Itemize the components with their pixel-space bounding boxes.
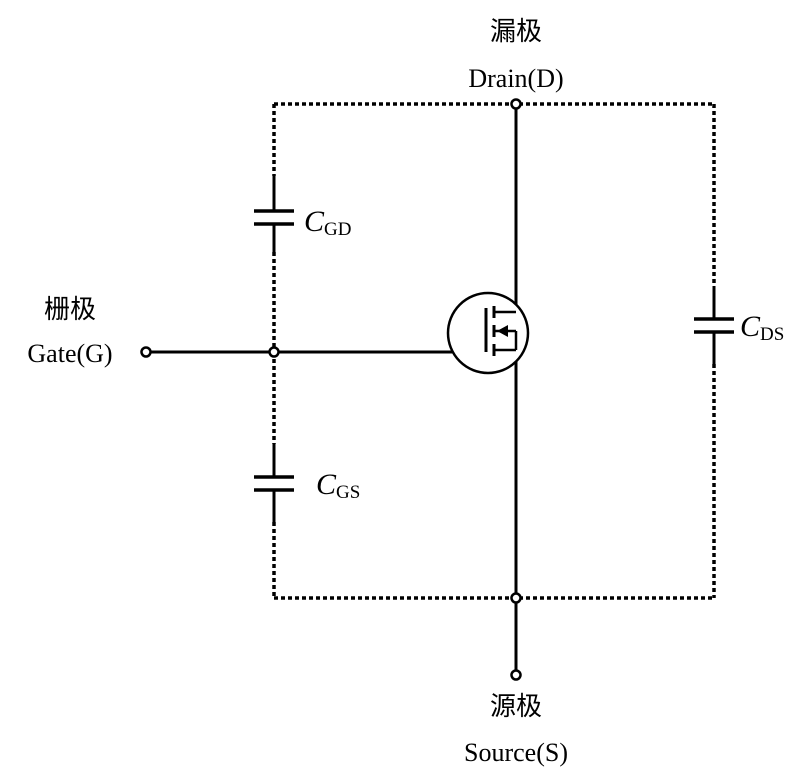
dotted-parasitic-network	[272, 102, 716, 600]
mosfet-body-arrow-icon	[497, 325, 508, 337]
source-terminal-node	[510, 669, 522, 681]
solid-wires	[150, 104, 716, 672]
gate-label-cn: 栅极	[44, 295, 96, 324]
source-junction-node	[510, 592, 522, 604]
cgd-subscript: GD	[324, 219, 351, 240]
mosfet-symbol	[446, 291, 530, 375]
source-label-en: Source(S)	[464, 738, 568, 767]
cgd-label: CGD	[304, 205, 351, 240]
capacitor-cgs	[254, 475, 294, 492]
cds-label: CDS	[740, 310, 784, 345]
cds-subscript: DS	[760, 324, 784, 345]
gate-terminal-node	[140, 346, 152, 358]
cgd-symbol: C	[304, 205, 325, 238]
capacitor-cgd	[254, 209, 294, 226]
cgs-symbol: C	[316, 468, 337, 501]
capacitor-cds	[694, 317, 734, 334]
gate-junction-node	[268, 346, 280, 358]
drain-label-cn: 漏极	[490, 17, 542, 46]
source-label-cn: 源极	[490, 692, 542, 721]
drain-junction-node	[510, 98, 522, 110]
drain-label-en: Drain(D)	[468, 64, 563, 93]
gate-label-en: Gate(G)	[27, 339, 112, 368]
cgs-subscript: GS	[336, 482, 360, 503]
cgs-label: CGS	[316, 468, 360, 503]
cds-symbol: C	[740, 310, 761, 343]
